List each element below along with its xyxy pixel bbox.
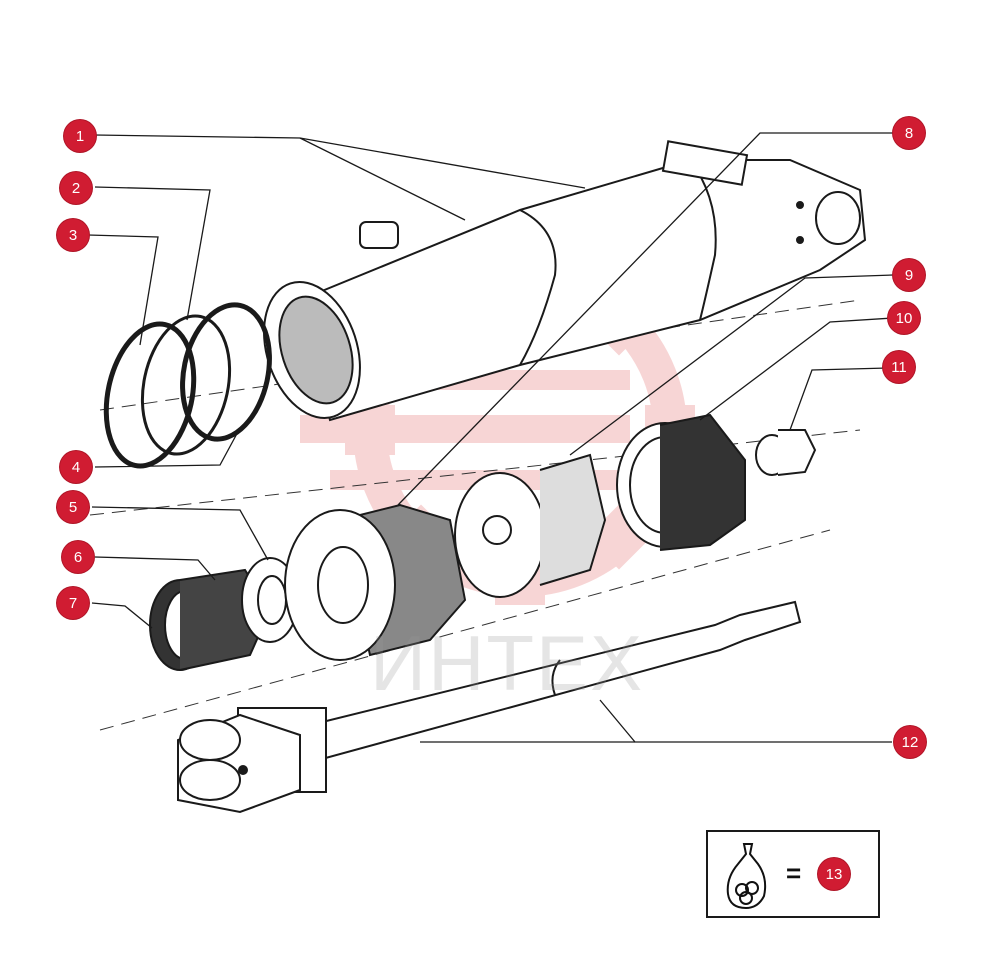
callout-12[interactable]: 12 [894,726,926,758]
callout-5[interactable]: 5 [57,491,89,523]
callout-8[interactable]: 8 [893,117,925,149]
leader-lines [87,132,894,743]
piston-rod-12 [177,600,802,814]
guide-bush-nut [454,413,817,598]
equals-sign: = [786,858,802,888]
callout-7[interactable]: 7 [57,587,89,619]
watermark-text: ИНТЕХ [370,619,645,707]
callout-2[interactable]: 2 [60,172,92,204]
cylinder-barrel [263,140,867,422]
callout-11[interactable]: 11 [883,351,915,383]
callout-13[interactable]: 13 [818,858,850,890]
seal-kit-legend: = 13 [706,830,880,918]
callout-9[interactable]: 9 [893,259,925,291]
piston-seals-5-6-7 [149,557,299,671]
seal-kit-bag-icon [726,843,767,910]
callout-10[interactable]: 10 [888,302,920,334]
callout-4[interactable]: 4 [60,451,92,483]
callout-6[interactable]: 6 [62,541,94,573]
piston-8 [284,503,467,661]
callout-1[interactable]: 1 [64,120,96,152]
o-rings-2-3-4 [103,302,272,469]
callout-3[interactable]: 3 [57,219,89,251]
